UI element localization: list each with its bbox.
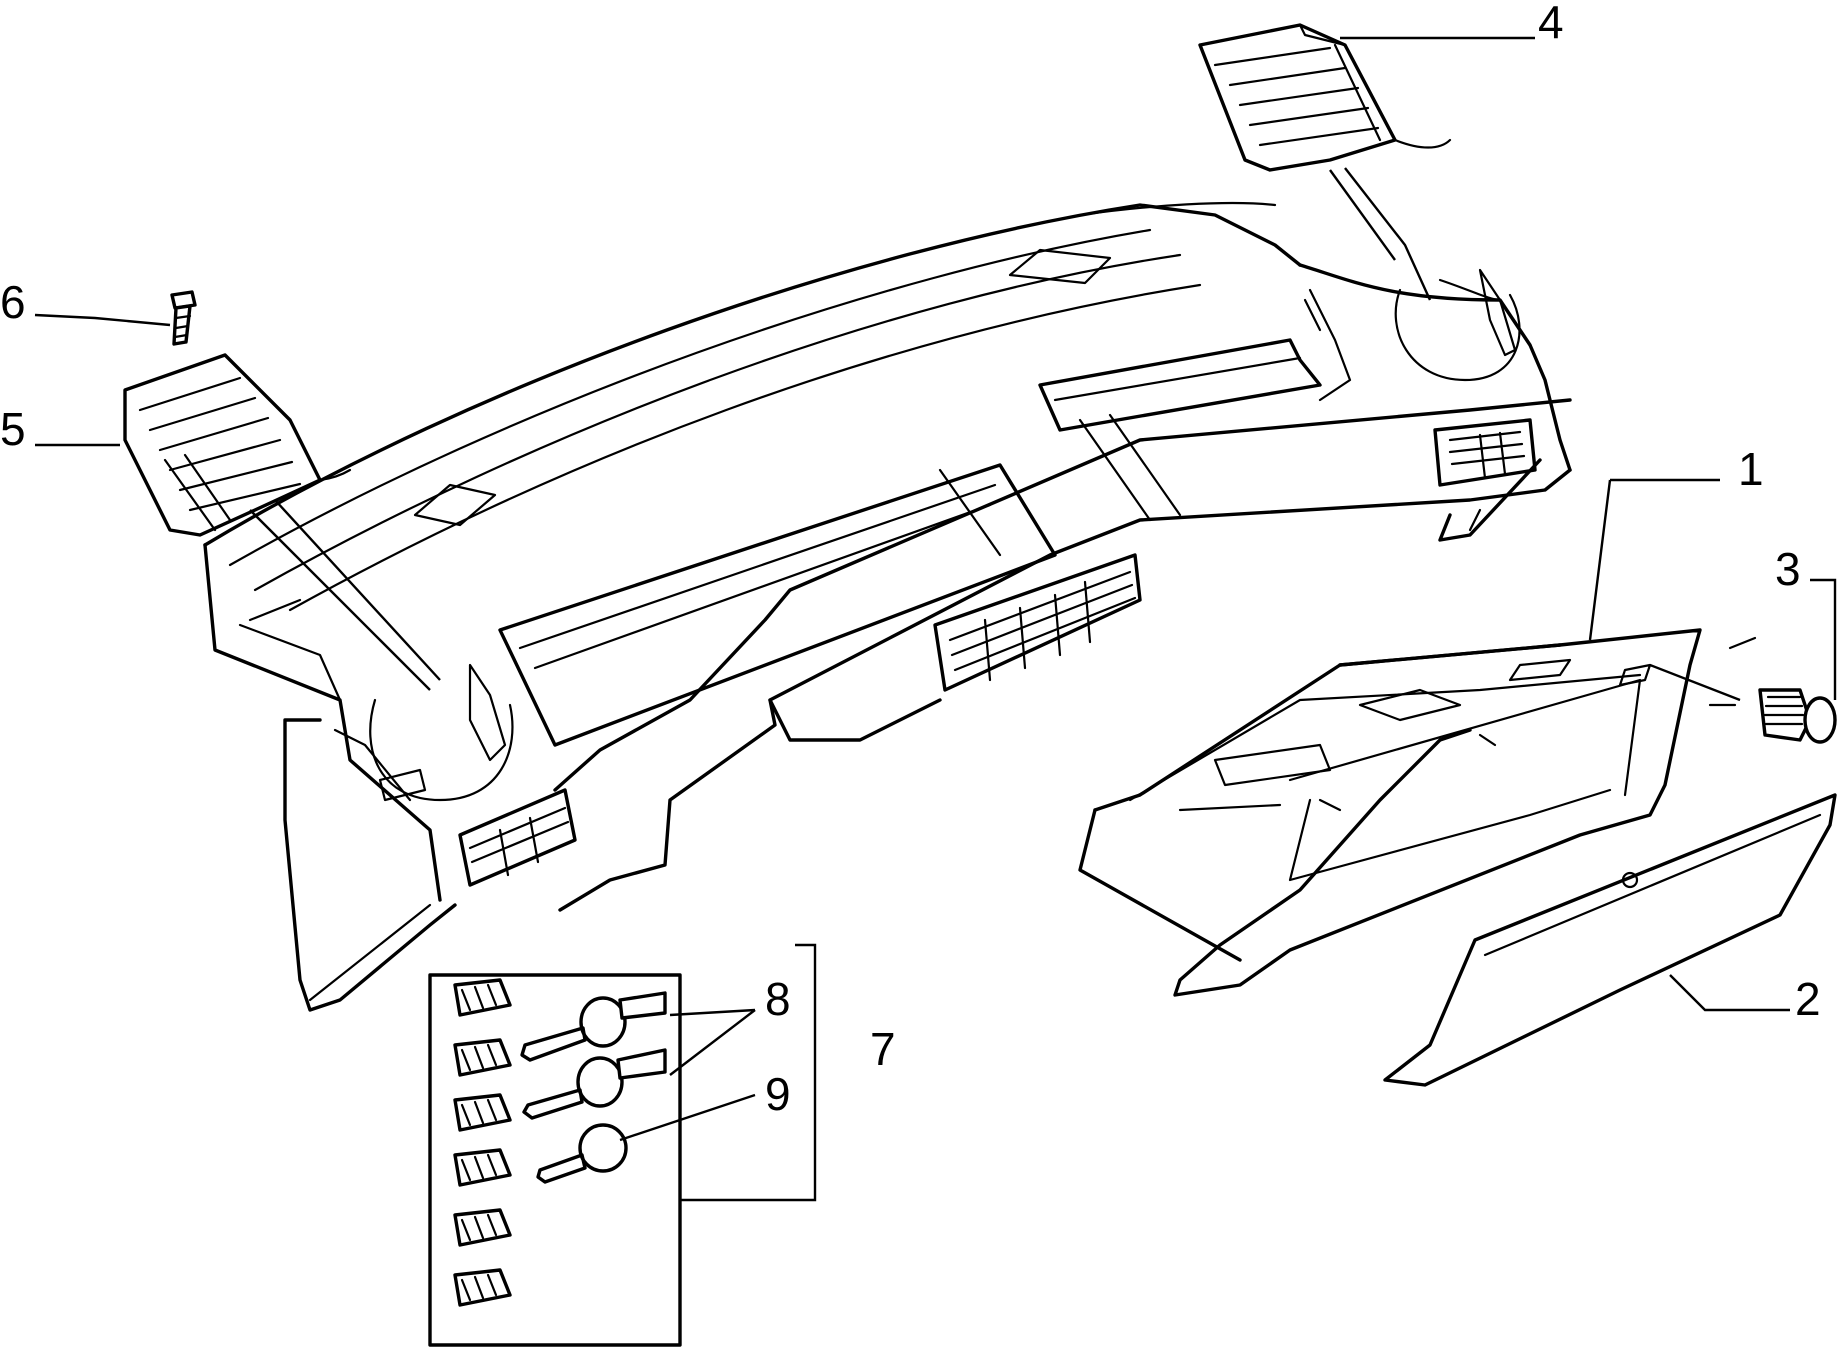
keys-with-tag (520, 991, 667, 1120)
speaker-grille-left (123, 353, 352, 537)
callout-5: 5 (0, 403, 26, 455)
callout-2: 2 (1795, 973, 1821, 1025)
callout-8: 8 (765, 973, 791, 1025)
callout-6: 6 (0, 276, 26, 328)
dashboard-panel (203, 201, 1572, 1012)
callout-4: 4 (1538, 0, 1564, 48)
glove-box-lid (1383, 793, 1837, 1087)
callout-9: 9 (765, 1068, 791, 1120)
lock-set-box (428, 943, 817, 1347)
lock-cylinders (453, 978, 512, 1307)
leader-lines (34, 36, 1837, 1142)
speaker-grille-right (1198, 23, 1452, 172)
glove-box (1078, 628, 1702, 997)
callout-3: 3 (1775, 543, 1801, 595)
key-plain (536, 1123, 628, 1184)
screw (170, 290, 197, 346)
callout-1: 1 (1738, 443, 1764, 495)
callout-7: 7 (870, 1023, 896, 1075)
lock-barrel (1708, 636, 1837, 744)
